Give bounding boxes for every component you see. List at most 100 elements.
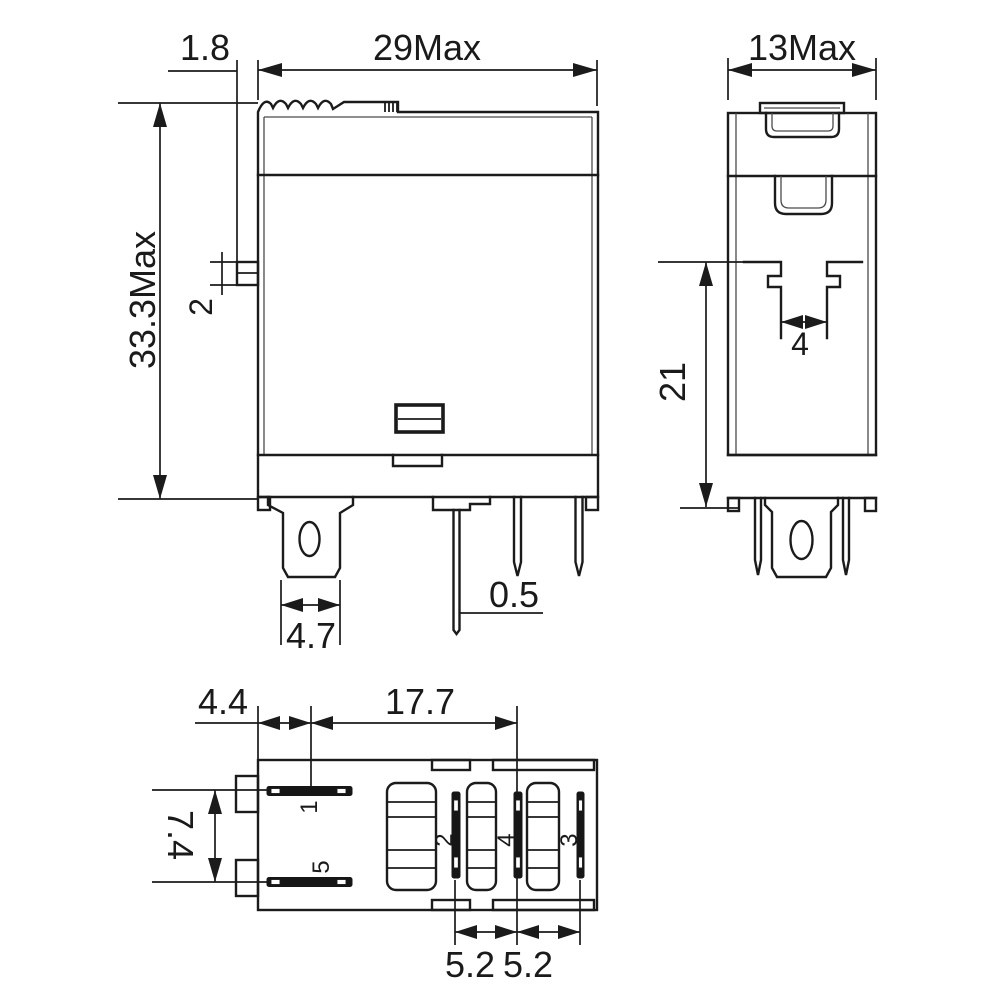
dim-2-line (210, 252, 237, 295)
front-foot-right (584, 495, 600, 512)
dim-2-label: 2 (183, 298, 219, 316)
front-view (235, 99, 600, 636)
dim-5-2b-arrow-left (517, 925, 539, 939)
front-flange-notch (391, 453, 444, 468)
dim-21-line (658, 261, 744, 509)
pin-label-4: 4 (493, 833, 520, 846)
bottom-slot-b (465, 781, 498, 892)
dim-33-3max-arrow-bottom (153, 475, 167, 499)
dim-5-2a-arrow-left (455, 925, 477, 939)
dim-4-arrow-left (781, 315, 803, 329)
dim-29max-arrow-left (258, 63, 282, 77)
dim-29max-arrow-right (573, 63, 597, 77)
bottom-slot-a-lines (387, 801, 436, 869)
side-cap-block (764, 111, 841, 139)
bottom-pin-2-mark-bottom (453, 856, 459, 869)
dim-4-7-label: 4.7 (286, 615, 336, 656)
bottom-pin-1-mark-right (336, 788, 347, 794)
front-inner-lines (263, 116, 593, 455)
dim-4-7-arrow-left (281, 598, 303, 612)
side-shoulder-right (825, 260, 864, 340)
bottom-pin-4-mark-top (515, 799, 521, 812)
bottom-pin-1-mark-left (270, 788, 281, 794)
dim-4-7-arrow-right (318, 598, 340, 612)
side-dimensions: 13Max 4 21 (652, 27, 877, 509)
dim-0-5-label: 0.5 (489, 574, 539, 615)
dim-1-8-line (168, 60, 238, 262)
pin-label-2: 2 (431, 833, 458, 846)
bottom-view: 1 5 2 4 3 (234, 758, 599, 912)
bottom-slot-a (385, 781, 438, 892)
dim-17-7-arrow-right (495, 716, 517, 730)
bottom-top-inset-2 (491, 758, 596, 772)
bottom-top-inset-1 (430, 758, 472, 772)
bottom-pin-3-mark-bottom (578, 856, 583, 869)
side-qc-tab-hole (789, 519, 814, 561)
side-u-slot-inner (780, 176, 827, 209)
side-inner-walls (735, 113, 869, 455)
front-body-outline (256, 99, 600, 499)
side-flange-lines (726, 453, 878, 500)
side-needle-pin-1 (753, 496, 763, 576)
dim-7-4-arrow-top (208, 790, 222, 814)
dim-21-arrow-top (699, 262, 713, 286)
side-view (726, 101, 878, 579)
front-qc-tab (266, 495, 355, 579)
front-bottom-step (431, 495, 492, 512)
bottom-pin-2-mark-top (453, 799, 459, 812)
dim-17-7-arrow-left (311, 716, 333, 730)
dim-5-2a-label: 5.2 (445, 944, 495, 985)
bottom-pin-4-mark-bottom (515, 856, 521, 869)
dim-29max-label: 29Max (373, 27, 481, 68)
indicator-window (394, 403, 445, 434)
bottom-slot-c-lines (527, 801, 559, 869)
side-cap (758, 101, 846, 115)
dim-1-8-label: 1.8 (180, 27, 230, 68)
dim-33-3max-arrow-top (153, 103, 167, 127)
front-qc-tab-hole (298, 520, 321, 558)
dim-5-2a-arrow-right (495, 925, 517, 939)
dim-4-label: 4 (791, 326, 809, 362)
front-foot-left (256, 495, 272, 512)
bottom-bottom-inset-2 (491, 898, 596, 912)
dim-top-row-lines (195, 706, 518, 945)
side-needle-pin-2 (841, 496, 851, 576)
bottom-tab-upper (234, 774, 260, 814)
dim-33-3max-line (118, 102, 258, 500)
dim-21-label: 21 (652, 362, 693, 402)
dim-4-4-arrow-left (258, 716, 280, 730)
bottom-pin-5-mark-left (270, 879, 281, 885)
bottom-pin-5-mark-right (336, 879, 347, 885)
dim-7-4-label: 7.4 (160, 810, 201, 860)
dim-13max-label: 13Max (748, 27, 856, 68)
dim-17-7-label: 17.7 (385, 681, 455, 722)
bottom-dimensions: 4.4 17.7 7.4 5.2 5.2 (152, 681, 581, 985)
side-shoulder-left (742, 260, 783, 340)
bottom-bottom-inset-1 (430, 898, 472, 912)
dim-21-arrow-bottom (699, 483, 713, 507)
bottom-pin-1-blade (266, 786, 353, 796)
dim-5-2b-label: 5.2 (503, 944, 553, 985)
bottom-pin-3-mark-top (578, 799, 583, 812)
dim-7-4-arrow-bottom (208, 858, 222, 882)
dim-5-2b-arrow-right (558, 925, 580, 939)
dim-4-4-arrow-right (289, 716, 311, 730)
bottom-body-outline (256, 758, 599, 912)
front-dimensions: 29Max 1.8 33.3Max 2 4.7 0.5 (118, 27, 598, 656)
dim-13max-arrow-right (852, 63, 876, 77)
dim-4-arrow-right (805, 315, 827, 329)
front-flat-pin (452, 508, 461, 636)
dim-33-3max-label: 33.3Max (122, 231, 163, 369)
bottom-pin-4-blade (513, 791, 523, 879)
side-body-outline (726, 111, 878, 457)
pin-label-1: 1 (296, 800, 323, 813)
side-u-slot-outer (773, 174, 834, 216)
dim-13max-arrow-left (728, 63, 752, 77)
dim-4-4-label: 4.4 (198, 681, 248, 722)
side-qc-tab (763, 496, 840, 579)
side-foot-left (726, 496, 741, 513)
bottom-pin-2-blade (451, 791, 461, 879)
side-foot-right (863, 496, 878, 513)
